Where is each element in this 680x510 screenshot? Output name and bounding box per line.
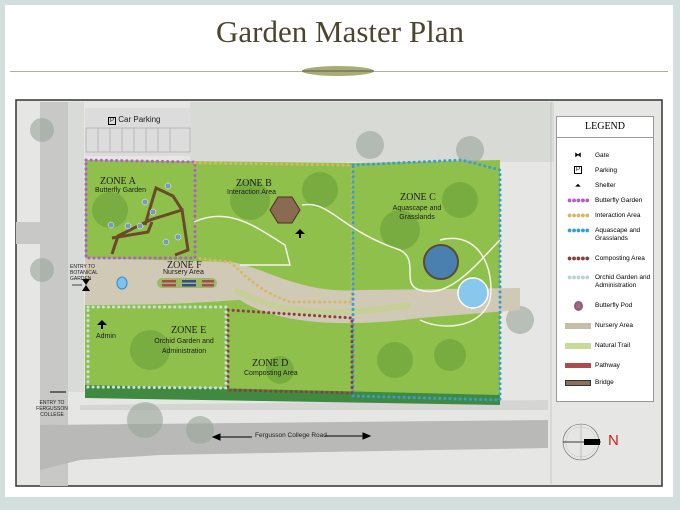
north-label: N: [608, 432, 619, 449]
shelter-icon: ⏶: [574, 181, 582, 190]
zone-c-title: ZONE C: [400, 192, 436, 203]
pond: [457, 277, 489, 309]
zone-c-border: [351, 158, 502, 402]
road-direction-arrows: [211, 432, 372, 441]
legend-item-bridge: Bridge: [557, 378, 653, 390]
legend-item-butterfly-garden: ●●●●●Butterfly Garden: [557, 196, 653, 208]
admin-label: Admin: [96, 333, 116, 340]
shelter-icon: [97, 320, 107, 325]
legend-item-aquascape: ●●●●●Aquascape and Grasslands: [557, 225, 653, 243]
pathway-swatch: [565, 363, 591, 368]
butterfly-pods: [107, 182, 182, 246]
zone-d-desc: Composting Area: [244, 370, 298, 377]
dotted-line-icon: ●●●●●: [566, 195, 590, 205]
main-road: [40, 420, 548, 470]
zone-c-desc: Aquascape and Grasslands: [392, 205, 442, 221]
pond: [423, 244, 459, 280]
parking-icon: P: [108, 117, 117, 125]
bridge-trail: [110, 185, 190, 257]
shelter-icon: [295, 229, 305, 234]
dotted-line-icon: ●●●●●: [566, 272, 590, 282]
parking-label: P Car Parking: [108, 115, 161, 125]
leaf-ornament-icon: [302, 66, 374, 76]
zone-b-border: [193, 161, 354, 304]
dotted-line-icon: ●●●●●: [566, 253, 590, 263]
zone-e-border: [86, 305, 228, 390]
legend-item-orchid-garden: ●●●●●Orchid Garden and Administration: [557, 272, 653, 290]
gate-icon: ⧓: [574, 152, 582, 159]
dotted-line-icon: ●●●●●: [566, 210, 590, 220]
legend-item-natural-trail: Natural Trail: [557, 341, 653, 353]
entry-garden-label: ENTRY TO BOTANICAL GARDEN: [70, 264, 98, 282]
zone-e-title: ZONE E: [171, 325, 207, 336]
zone-e-desc: Orchid Garden and Administration: [154, 338, 214, 355]
zone-d-border: [226, 308, 354, 395]
butterfly-pod-icon: [563, 301, 593, 313]
zone-f-title: ZONE F: [167, 260, 202, 271]
legend-title: LEGEND: [557, 117, 653, 138]
legend-item-gate: ⧓Gate: [557, 151, 653, 163]
zone-d-title: ZONE D: [252, 358, 289, 369]
parking-icon: P: [573, 166, 582, 174]
legend-item-pathway: Pathway: [557, 361, 653, 373]
road-label: Fergusson College Road: [255, 432, 327, 439]
sidewalk: [68, 102, 84, 392]
compass-icon: [562, 423, 601, 461]
trail-swatch: [565, 343, 591, 349]
nursery-pathway: [85, 258, 520, 324]
zone-a-desc: Butterfly Garden: [95, 187, 146, 194]
bridge-swatch: [565, 380, 591, 386]
zone-a-border: [84, 158, 197, 260]
page-title: Garden Master Plan: [216, 14, 464, 49]
legend-item-shelter: ⏶Shelter: [557, 181, 653, 193]
legend-item-nursery-area: Nursery Area: [557, 321, 653, 333]
fountain: [116, 276, 128, 290]
gate-icon: [82, 279, 90, 291]
dotted-line-icon: ●●●●●: [566, 225, 590, 235]
interaction-pavilion: [269, 196, 301, 224]
car-parking-area: [85, 108, 191, 156]
side-road: [40, 102, 68, 486]
zone-b-title: ZONE B: [236, 178, 272, 189]
zone-b-desc: Interaction Area: [227, 189, 277, 196]
legend-item-butterfly-pod: Butterfly Pod: [557, 301, 653, 313]
zone-a-title: ZONE A: [100, 176, 136, 187]
zone-f-desc: Nursery Area: [163, 269, 204, 276]
entry-college-label: ENTRY TO FERGUSSON COLLEGE: [36, 400, 68, 418]
legend-item-composting-area: ●●●●●Composting Area: [557, 254, 653, 266]
natural-trail: [233, 287, 411, 316]
legend-item-interaction-area: ●●●●●Interaction Area: [557, 211, 653, 223]
nursery-swatch: [565, 323, 591, 329]
